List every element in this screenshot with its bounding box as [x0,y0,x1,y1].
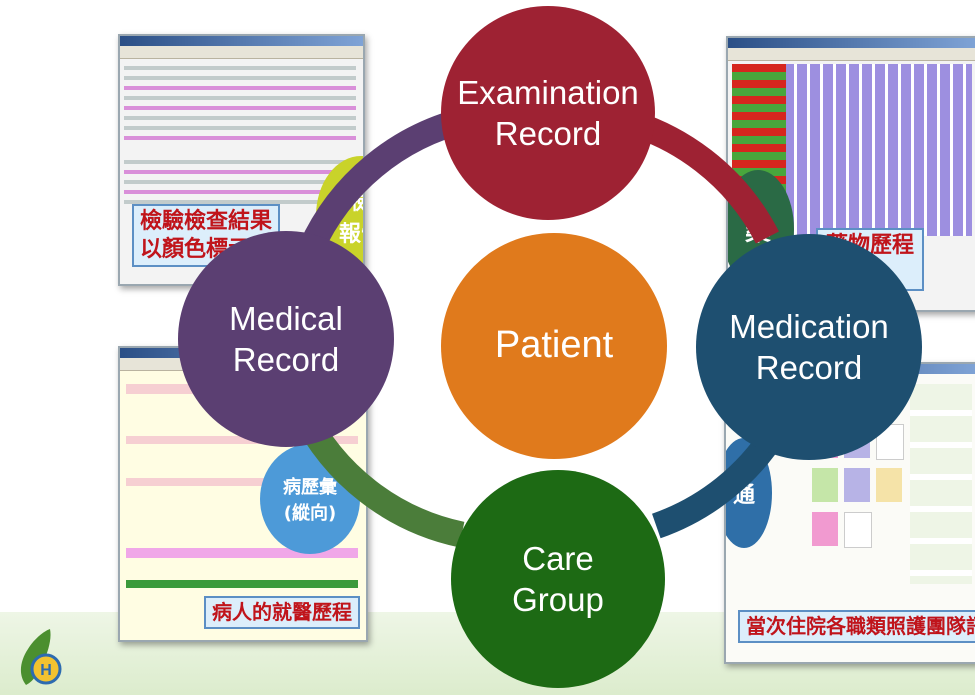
window-titlebar [728,38,975,48]
history-panel-caption: 病人的就醫歷程 [204,596,360,629]
care-team-panel: 通 當次住院各職類照護團隊訊息 [724,362,975,664]
care-panel-caption: 當次住院各職類照護團隊訊息 [738,610,975,643]
svg-text:H: H [40,662,52,679]
window-toolbar [120,46,363,59]
center-patient-node: Patient [441,233,667,459]
window-titlebar [120,36,363,46]
logo-icon: H [20,629,62,685]
window-toolbar [728,48,975,61]
